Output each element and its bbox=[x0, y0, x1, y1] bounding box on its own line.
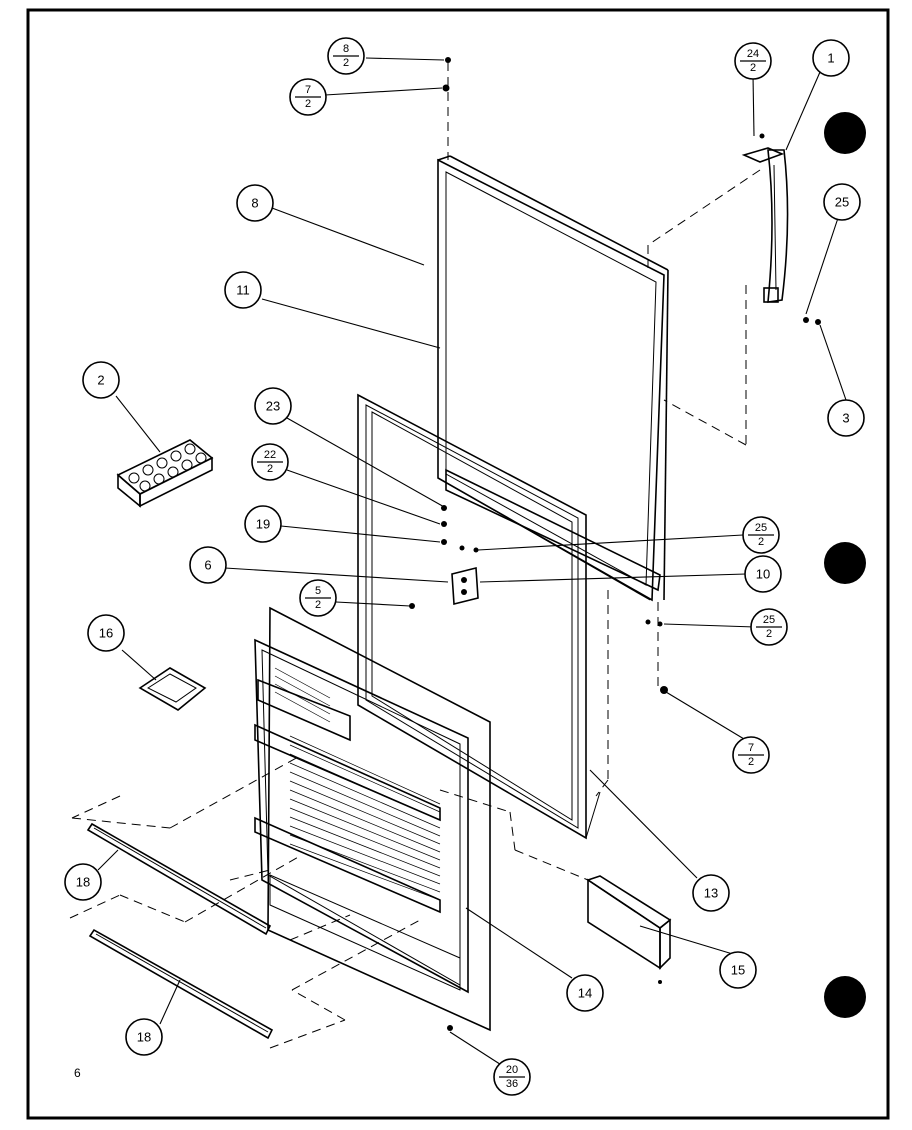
svg-text:5: 5 bbox=[315, 585, 321, 597]
callout-5-over-2: 52 bbox=[299, 579, 337, 617]
svg-text:2: 2 bbox=[315, 599, 321, 611]
callout-3: 3 bbox=[827, 399, 865, 437]
door-divider-bar bbox=[445, 468, 661, 592]
svg-text:25: 25 bbox=[835, 195, 849, 210]
svg-text:14: 14 bbox=[578, 986, 592, 1001]
callout-2: 2 bbox=[82, 361, 120, 399]
svg-text:1: 1 bbox=[827, 51, 834, 66]
svg-text:6: 6 bbox=[204, 558, 211, 573]
svg-text:2: 2 bbox=[758, 536, 764, 548]
freezer-door bbox=[437, 155, 669, 602]
callout-1: 1 bbox=[812, 39, 850, 77]
svg-text:18: 18 bbox=[76, 875, 90, 890]
svg-text:24: 24 bbox=[747, 48, 759, 60]
callout-8-over-2: 82 bbox=[327, 37, 365, 75]
dairy-compartment-door bbox=[586, 875, 672, 970]
hinge-bracket bbox=[451, 566, 479, 606]
leader-lines bbox=[97, 57, 847, 1069]
svg-text:25: 25 bbox=[763, 614, 775, 626]
svg-text:2: 2 bbox=[748, 756, 754, 768]
callout-25: 25 bbox=[823, 183, 861, 221]
egg-tray bbox=[116, 439, 214, 508]
svg-text:16: 16 bbox=[99, 626, 113, 641]
svg-text:10: 10 bbox=[756, 567, 770, 582]
callout-23: 23 bbox=[254, 387, 292, 425]
binder-hole-middle bbox=[824, 542, 866, 584]
callout-6: 6 bbox=[189, 546, 227, 584]
binder-hole-bottom bbox=[824, 976, 866, 1018]
svg-text:7: 7 bbox=[305, 84, 311, 96]
callout-14: 14 bbox=[566, 974, 604, 1012]
svg-text:36: 36 bbox=[506, 1078, 518, 1090]
freezer-door-handle bbox=[741, 147, 789, 303]
shelf-bar-upper bbox=[86, 822, 272, 936]
callout-16: 16 bbox=[87, 614, 125, 652]
callout-11: 11 bbox=[224, 271, 262, 309]
svg-text:20: 20 bbox=[506, 1064, 518, 1076]
svg-text:22: 22 bbox=[264, 449, 276, 461]
svg-text:2: 2 bbox=[343, 57, 349, 69]
callout-25-over-2-lower: 252 bbox=[750, 608, 788, 646]
svg-text:2: 2 bbox=[267, 463, 273, 475]
svg-text:23: 23 bbox=[266, 399, 280, 414]
svg-text:7: 7 bbox=[748, 742, 754, 754]
callout-10: 10 bbox=[744, 555, 782, 593]
callout-18-upper: 18 bbox=[64, 863, 102, 901]
svg-text:18: 18 bbox=[137, 1030, 151, 1045]
svg-text:19: 19 bbox=[256, 517, 270, 532]
callout-19: 19 bbox=[244, 505, 282, 543]
svg-text:2: 2 bbox=[305, 98, 311, 110]
callout-7-over-2-bottom: 72 bbox=[732, 736, 770, 774]
callout-8: 8 bbox=[236, 184, 274, 222]
page-border bbox=[26, 8, 890, 1120]
svg-text:2: 2 bbox=[750, 62, 756, 74]
door-inner-liner bbox=[254, 606, 491, 1032]
butter-dish bbox=[138, 667, 207, 711]
svg-text:13: 13 bbox=[704, 886, 718, 901]
shelf-bar-lower bbox=[88, 928, 274, 1040]
callout-15: 15 bbox=[719, 951, 757, 989]
svg-text:8: 8 bbox=[343, 43, 349, 55]
fasteners bbox=[409, 57, 821, 1031]
assembly-lines bbox=[69, 62, 761, 1049]
svg-text:15: 15 bbox=[731, 963, 745, 978]
svg-text:8: 8 bbox=[251, 196, 258, 211]
svg-text:3: 3 bbox=[842, 411, 849, 426]
page-number: 6 bbox=[74, 1066, 81, 1080]
refrigerator-door bbox=[357, 393, 601, 840]
svg-text:11: 11 bbox=[236, 283, 250, 298]
callout-24-over-2: 242 bbox=[734, 42, 772, 80]
binder-hole-top bbox=[824, 112, 866, 154]
svg-text:25: 25 bbox=[755, 522, 767, 534]
callout-22-over-2: 222 bbox=[251, 443, 289, 481]
svg-text:2: 2 bbox=[766, 628, 772, 640]
svg-text:2: 2 bbox=[97, 373, 104, 388]
callout-18-lower: 18 bbox=[125, 1018, 163, 1056]
callout-25-over-2-upper: 252 bbox=[742, 516, 780, 554]
callout-7-over-2-top: 72 bbox=[289, 78, 327, 116]
callout-13: 13 bbox=[692, 874, 730, 912]
